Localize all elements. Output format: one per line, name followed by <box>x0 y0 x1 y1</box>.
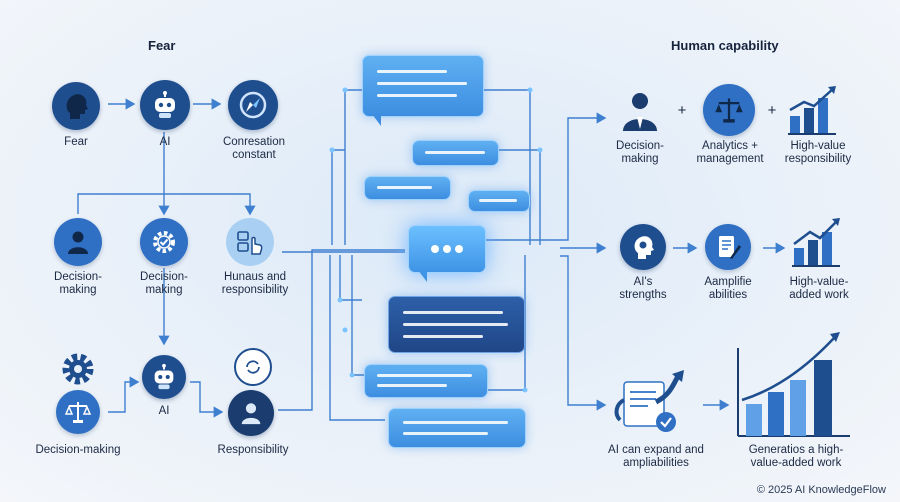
sync-chat-icon <box>246 360 260 374</box>
copyright-footer: © 2025 AI KnowledgeFlow <box>756 484 886 496</box>
expand-label: AI can expand and ampliabilities <box>608 444 704 469</box>
analytics-node <box>703 84 755 136</box>
robot-icon <box>154 363 174 390</box>
conversation-node <box>228 80 278 130</box>
chat-bubble-7 <box>388 408 526 448</box>
conversation-label: Conresation constant <box>222 136 285 161</box>
hand-click-icon <box>237 231 263 255</box>
gear-icon <box>62 353 94 385</box>
responsibility-label: Responsibility <box>217 444 289 456</box>
plus-sign-2: + <box>767 102 777 119</box>
fear-node <box>52 82 100 130</box>
gear-check-icon <box>153 231 175 253</box>
decision-label-right: Decision-making <box>616 140 664 165</box>
typing-dots-icon <box>431 245 463 253</box>
fear-label: Fear <box>64 136 88 148</box>
chat-bubble-center <box>408 225 486 273</box>
chat-bubble-6 <box>364 364 488 398</box>
decision-label-1: Decision-making <box>54 271 102 296</box>
growth-bar-chart-icon <box>737 332 850 437</box>
gear-node <box>58 349 98 389</box>
ai-node-top <box>140 80 190 130</box>
compass-icon <box>239 91 267 119</box>
ai-label-top: AI <box>159 136 171 148</box>
decision-node-1 <box>54 218 102 266</box>
sync-node <box>234 348 272 386</box>
highvalue-label-2: High-value-added work <box>789 276 849 301</box>
fear-header: Fear <box>148 38 176 53</box>
robot-icon <box>155 91 175 118</box>
head-profile-icon <box>66 94 88 119</box>
decision-node-2 <box>140 218 188 266</box>
expand-document-icon <box>614 370 684 432</box>
amplify-node <box>705 224 751 270</box>
strengths-node <box>620 224 666 270</box>
humans-node <box>226 218 274 266</box>
decision-node-right <box>618 88 662 134</box>
bar-chart-icon <box>788 86 836 135</box>
strengths-label: AI's strengths <box>619 276 667 301</box>
chat-bubble-1 <box>362 55 484 117</box>
decision-node-3 <box>56 390 100 434</box>
generate-label: Generatios a high-value-added work <box>748 444 844 469</box>
scales-icon <box>715 98 743 123</box>
highvalue-label-1: High-value responsibility <box>784 140 852 165</box>
humans-label: Hunaus and responsibility <box>221 271 289 296</box>
chat-bubble-5 <box>388 296 525 353</box>
businessman-icon <box>623 93 657 131</box>
amplify-label: Aamplifie abilities <box>704 276 752 301</box>
human-capability-header: Human capability <box>671 38 779 53</box>
scales-icon <box>64 402 92 423</box>
growth-chart-icon <box>792 218 840 267</box>
decision-label-2: Decision-making <box>140 271 188 296</box>
analytics-label: Analytics + management <box>696 140 764 165</box>
decision-label-3: Decision-making <box>35 444 121 456</box>
chat-bubble-2 <box>412 140 499 166</box>
speech-head-icon <box>634 236 654 259</box>
ai-node-bottom <box>142 355 186 399</box>
responsibility-node <box>228 390 274 436</box>
document-pen-icon <box>719 236 741 259</box>
user-icon <box>68 231 88 254</box>
ai-label-bottom: AI <box>158 405 170 417</box>
user-icon <box>241 403 261 425</box>
chat-bubble-4 <box>468 190 530 212</box>
chat-bubble-3 <box>364 176 451 200</box>
plus-sign-1: + <box>677 102 687 119</box>
